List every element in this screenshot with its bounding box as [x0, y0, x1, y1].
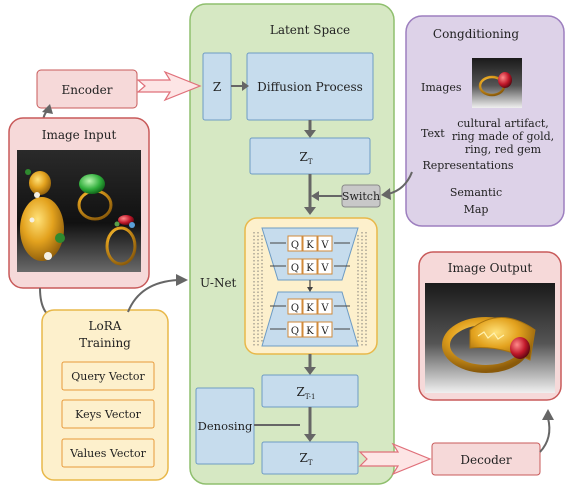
qkv-v: V — [320, 303, 329, 314]
conditioning-title: Congditioning — [433, 27, 520, 41]
z-label: Z — [213, 80, 221, 94]
image-output-title: Image Output — [448, 261, 533, 275]
zt-mid-label: ZT-1 — [297, 385, 316, 401]
unet-bottleneck-arrowhead — [307, 287, 313, 292]
switch-label: Switch — [342, 190, 380, 203]
qkv-q: Q — [291, 240, 299, 251]
image-input-title: Image Input — [42, 128, 117, 142]
qkv-row-4: Q K V — [287, 321, 333, 338]
decoder-to-output-arrowhead — [542, 409, 554, 420]
lora-to-unet-arrowhead — [176, 274, 188, 286]
conditioning-to-switch-arrow — [387, 171, 413, 195]
conditioning-text-line2: ring made of gold, — [452, 130, 554, 143]
values-vector-box — [61, 438, 155, 468]
text-label: Text — [421, 127, 445, 140]
zt-to-unet-arrowhead — [304, 207, 316, 215]
zt-bot-label: ZT — [299, 451, 312, 467]
decoder-box — [431, 442, 541, 476]
conditioning-text-line1: cultural artifact, — [457, 117, 549, 130]
decoder-to-output-arrow — [539, 417, 551, 453]
qkv-row-3: Q K V — [287, 298, 333, 315]
query-vector-label: Query Vector — [71, 370, 145, 383]
qkv-q: Q — [291, 263, 299, 274]
semantic-map-line1: Semantic — [450, 186, 502, 199]
qkv-k: K — [306, 326, 314, 337]
encoder-label: Encoder — [62, 83, 113, 97]
semantic-map-line2: Map — [464, 203, 489, 216]
zt-mid-to-bot-arrowhead — [304, 434, 316, 442]
zt-bot-box — [261, 441, 359, 475]
qkv-k: K — [306, 240, 314, 251]
zt-mid-box — [261, 374, 359, 408]
lora-training-panel — [41, 309, 169, 481]
decoder-label: Decoder — [460, 453, 511, 467]
zt-top-box — [249, 137, 371, 175]
jewelry-output-image — [425, 283, 555, 393]
denoising-label: Denosing — [198, 419, 253, 433]
representations-label: Representations — [422, 159, 513, 172]
conditioning-to-switch-arrowhead — [381, 188, 391, 200]
keys-vector-box — [61, 399, 155, 429]
z-to-diffusion-arrowhead — [242, 81, 249, 91]
qkv-k: K — [306, 263, 314, 274]
qkv-v: V — [320, 240, 329, 251]
input-to-encoder-arrowhead — [42, 104, 53, 114]
zt-top-label: ZT — [299, 150, 312, 166]
zt-to-decoder-arrow — [358, 442, 432, 476]
conditioning-panel — [405, 15, 565, 227]
diffusion-process-label: Diffusion Process — [257, 80, 363, 94]
switch-to-main-arrowhead — [311, 191, 319, 201]
unet-to-zt-mid-arrowhead — [304, 367, 316, 375]
conditioning-ring-image — [472, 58, 522, 108]
jewelry-input-image — [17, 150, 141, 272]
lora-title-line2: Training — [79, 336, 131, 350]
encoder-to-z-arrow — [136, 70, 202, 102]
images-label: Images — [421, 81, 462, 94]
unet-skip-lines — [253, 232, 367, 346]
lora-title-line1: LoRA — [89, 319, 122, 333]
qkv-side-arrows — [270, 242, 350, 330]
latent-space-title: Latent Space — [270, 23, 350, 37]
unet-label: U-Net — [200, 276, 237, 290]
encoder-box — [36, 69, 138, 109]
values-vector-label: Values Vector — [69, 447, 146, 460]
qkv-q: Q — [291, 303, 299, 314]
diffusion-to-zt-arrowhead — [304, 130, 316, 138]
qkv-k: K — [306, 303, 314, 314]
qkv-row-1: Q K V — [287, 235, 333, 252]
conditioning-text-line3: ring, red gem — [465, 143, 542, 156]
lora-to-unet-arrow — [127, 279, 179, 313]
qkv-v: V — [320, 326, 329, 337]
query-vector-box — [61, 361, 155, 391]
unet-encoder-trapezoid — [261, 227, 359, 281]
qkv-row-2: Q K V — [287, 258, 333, 275]
keys-vector-label: Keys Vector — [75, 408, 141, 421]
qkv-q: Q — [291, 326, 299, 337]
qkv-v: V — [320, 263, 329, 274]
